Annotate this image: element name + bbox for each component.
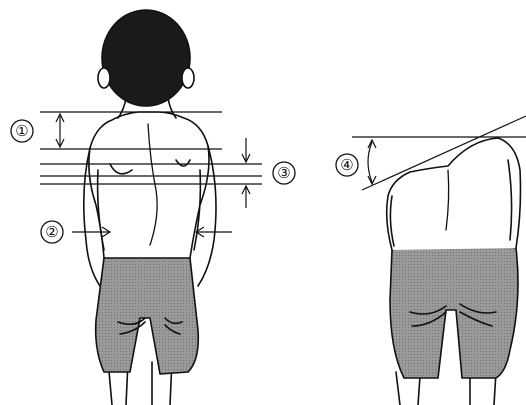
bent-shorts bbox=[390, 239, 518, 378]
standing-right-ear bbox=[182, 68, 194, 88]
marker-1-label: ① bbox=[15, 122, 28, 140]
marker-3: ③ bbox=[273, 162, 295, 184]
standing-left-ear bbox=[98, 68, 110, 88]
standing-figure bbox=[84, 10, 216, 405]
marker-2-label: ② bbox=[45, 223, 58, 241]
marker-3-label: ③ bbox=[277, 164, 290, 182]
standing-shorts bbox=[96, 254, 199, 374]
marker-4: ④ bbox=[336, 154, 358, 176]
standing-head-hair bbox=[102, 10, 190, 106]
marker-2: ② bbox=[41, 221, 63, 243]
marker-4-label: ④ bbox=[340, 156, 353, 174]
bent-figure bbox=[387, 138, 521, 405]
bent-back bbox=[387, 138, 521, 250]
marker-1: ① bbox=[11, 120, 33, 142]
